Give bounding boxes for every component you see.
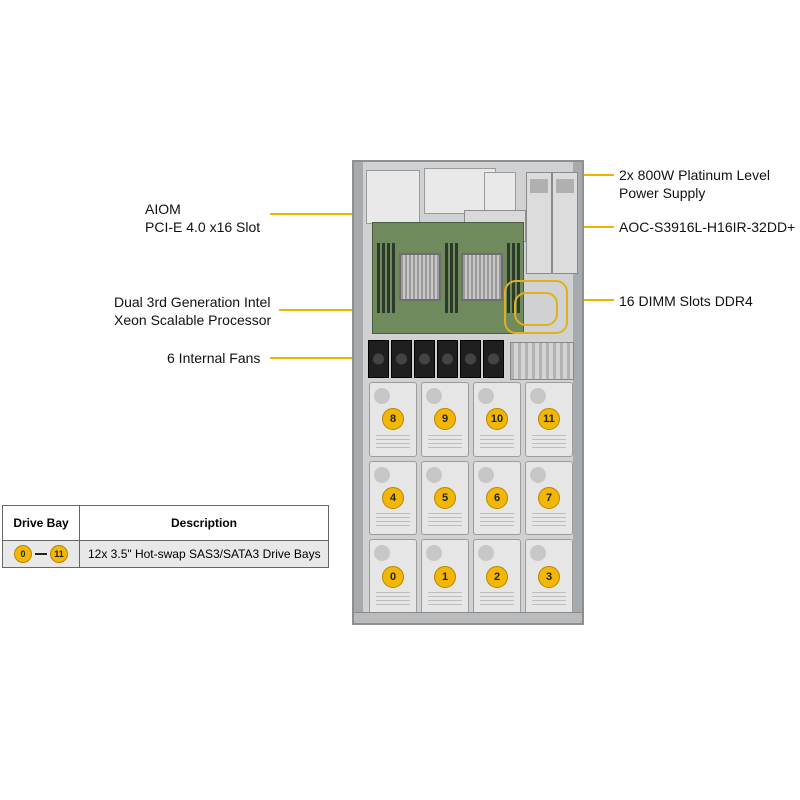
chassis-right-rail	[573, 162, 582, 623]
range-end-badge: 11	[50, 545, 68, 563]
motherboard	[372, 222, 524, 334]
dimm-slot	[450, 243, 453, 313]
drive-bay-description: 12x 3.5" Hot-swap SAS3/SATA3 Drive Bays	[79, 540, 329, 568]
drive-bay[interactable]: 3	[525, 539, 573, 614]
callout-cpu: Dual 3rd Generation Intel Xeon Scalable …	[114, 293, 271, 329]
callout-fans: 6 Internal Fans	[167, 349, 260, 367]
fan	[414, 340, 435, 378]
dimm-slot	[512, 243, 515, 313]
drive-bay[interactable]: 1	[421, 539, 469, 614]
psu-module-1	[526, 172, 552, 274]
callout-aiom: AIOM PCI-E 4.0 x16 Slot	[145, 200, 260, 236]
server-chassis-top-view: 8 9 10 11 4 5 6 7 0 1 2 3	[352, 160, 584, 625]
dimm-slot	[517, 243, 520, 313]
dimm-slot	[445, 243, 448, 313]
dimm-slot	[507, 243, 510, 313]
dimm-slot	[387, 243, 390, 313]
callout-dimm: 16 DIMM Slots DDR4	[619, 292, 753, 310]
callout-dimm-line1: 16 DIMM Slots DDR4	[619, 293, 753, 309]
fan	[460, 340, 481, 378]
chassis-left-rail	[354, 162, 363, 623]
fan-row	[368, 340, 504, 378]
drive-bay[interactable]: 7	[525, 460, 573, 536]
drive-bay-number: 3	[538, 565, 560, 588]
drive-bay-number: 0	[382, 565, 404, 588]
dimm-slot	[382, 243, 385, 313]
callout-aoc-line1: AOC-S3916L-H16IR-32DD+	[619, 219, 796, 235]
fan	[391, 340, 412, 378]
drive-bay[interactable]: 11	[525, 382, 573, 457]
drive-bay[interactable]: 6	[473, 460, 521, 536]
drive-bay[interactable]: 0	[369, 539, 417, 614]
drive-bay-number: 6	[486, 486, 508, 509]
drive-bay[interactable]: 5	[421, 460, 469, 536]
dimm-slot	[455, 243, 458, 313]
table-header-row: Drive Bay Description	[2, 505, 329, 541]
fan	[483, 340, 504, 378]
callout-psu-line1: 2x 800W Platinum Level	[619, 167, 770, 183]
dimm-slot	[392, 243, 395, 313]
drive-bay[interactable]: 2	[473, 539, 521, 614]
drive-bay-number: 4	[382, 486, 404, 509]
callout-aiom-line2: PCI-E 4.0 x16 Slot	[145, 219, 261, 235]
drive-bay[interactable]: 10	[473, 382, 521, 457]
drive-bay-number: 10	[486, 408, 508, 431]
leader-line-psu	[560, 174, 614, 176]
drive-bay-number: 11	[538, 408, 560, 431]
sata-cable	[514, 292, 558, 326]
callout-aoc: AOC-S3916L-H16IR-32DD+	[619, 218, 795, 236]
drive-bay-table: Drive Bay Description 0 11 12x 3.5" Hot-s…	[2, 505, 329, 568]
range-dash	[35, 553, 47, 555]
drive-bay[interactable]: 9	[421, 382, 469, 457]
callout-psu-line2: Power Supply	[619, 185, 706, 201]
fan	[368, 340, 389, 378]
table-header-drive-bay: Drive Bay	[2, 505, 80, 541]
aiom-riser	[366, 170, 420, 224]
drive-bay-number: 5	[434, 486, 456, 509]
table-row: 0 11 12x 3.5" Hot-swap SAS3/SATA3 Drive B…	[2, 540, 329, 568]
callout-cpu-line1: Dual 3rd Generation Intel	[114, 294, 271, 310]
drive-bay-number: 8	[382, 408, 404, 431]
cpu-heatsink-2	[461, 253, 503, 301]
range-start-badge: 0	[14, 545, 32, 563]
drive-bay[interactable]: 4	[369, 460, 417, 536]
drive-bay-number: 7	[538, 486, 560, 509]
air-shroud	[510, 342, 574, 380]
sata-cable	[504, 280, 568, 334]
callout-aiom-line1: AIOM	[145, 201, 181, 217]
dimm-slot	[377, 243, 380, 313]
leader-line-fans	[270, 357, 380, 359]
drive-bay-number: 2	[486, 565, 508, 588]
drive-bay-number: 1	[434, 565, 456, 588]
chassis-front-panel	[354, 612, 582, 623]
callout-cpu-line2: Xeon Scalable Processor	[114, 312, 272, 328]
callout-psu: 2x 800W Platinum Level Power Supply	[619, 166, 770, 202]
fan	[437, 340, 458, 378]
callout-fans-line1: 6 Internal Fans	[167, 350, 261, 366]
psu-module-2	[552, 172, 578, 274]
drive-bay-grid: 8 9 10 11 4 5 6 7 0 1 2 3	[369, 382, 573, 614]
table-header-description: Description	[79, 505, 329, 541]
drive-bay-range: 0 11	[2, 540, 80, 568]
cpu-heatsink-1	[399, 253, 441, 301]
leader-line-aiom	[270, 213, 378, 215]
drive-bay-number: 9	[434, 408, 456, 431]
drive-bay[interactable]: 8	[369, 382, 417, 457]
